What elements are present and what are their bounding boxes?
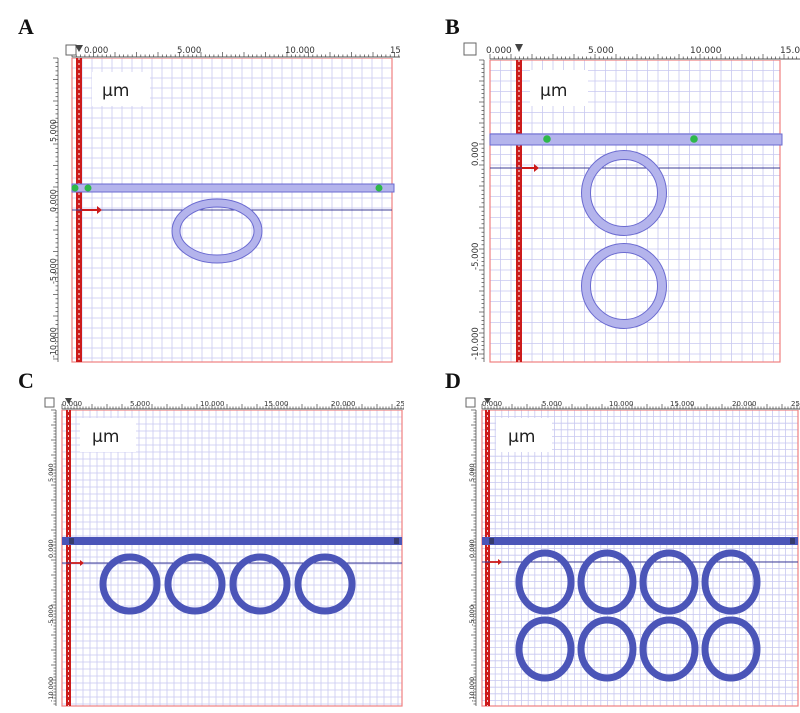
unit-label: µm	[102, 81, 129, 101]
y-tick-label: -10.000	[49, 327, 58, 358]
ring-resonator	[577, 549, 637, 615]
unit-label: µm	[508, 427, 535, 447]
port-marker	[65, 398, 72, 404]
layout-panel-c: 0.000 5.000 10.000 15.000 20.000 25 5.00…	[42, 396, 404, 708]
y-tick-label: -10.000	[468, 677, 476, 702]
y-tick-label: -5.000	[47, 605, 55, 626]
y-tick-label: 0.000	[471, 142, 481, 166]
port-dot	[394, 538, 399, 544]
bus-waveguide	[62, 537, 402, 545]
input-port	[485, 410, 490, 706]
layout-panel-d: 0.000 5.000 10.000 15.000 20.000 25 5.00…	[464, 396, 800, 708]
y-tick-label: -10.000	[471, 327, 481, 360]
bus-waveguide	[482, 537, 798, 545]
bus-waveguide	[489, 133, 783, 146]
port-marker	[484, 398, 491, 404]
port-dot	[690, 135, 698, 143]
port-dot	[790, 538, 795, 544]
port-marker	[75, 45, 83, 52]
unit-label-box	[496, 418, 552, 452]
panel-label-a: A	[18, 14, 34, 39]
port-dot	[71, 184, 79, 192]
ring-resonator	[701, 549, 761, 615]
panel-label-b: B	[445, 14, 460, 39]
y-tick-label: -10.000	[47, 677, 55, 702]
x-tick-label: 5.000	[177, 46, 201, 56]
input-port	[66, 410, 71, 706]
corner-button[interactable]	[465, 397, 476, 408]
y-tick-label: -5.000	[471, 243, 481, 270]
x-tick-label: 10.000	[690, 46, 722, 56]
ring-resonator	[701, 616, 761, 682]
x-tick-label: 25	[791, 400, 800, 408]
x-tick-label: 10.000	[285, 46, 315, 56]
x-tick-label: 20.000	[331, 400, 356, 408]
port-marker	[515, 44, 523, 52]
panel-label-c: C	[18, 368, 34, 393]
x-tick-label: 5.000	[588, 46, 614, 56]
panel-label-d: D	[445, 368, 461, 393]
ring-resonator	[294, 553, 356, 615]
y-tick-label: 5.000	[47, 463, 55, 482]
corner-button[interactable]	[463, 42, 477, 56]
x-tick-label: 25	[396, 400, 404, 408]
y-tick-label: 0.000	[49, 189, 58, 212]
x-tick-label: 15.0	[780, 46, 800, 56]
x-tick-label: 15.000	[264, 400, 289, 408]
y-tick-label: 5.000	[49, 119, 58, 142]
y-tick-label: -5.000	[468, 605, 476, 626]
unit-label: µm	[540, 81, 567, 101]
x-tick-label: 10.000	[200, 400, 225, 408]
x-tick-label: 15.	[390, 46, 400, 56]
ring-resonator	[515, 549, 575, 615]
x-tick-label: 20.000	[732, 400, 757, 408]
unit-label-box	[530, 70, 588, 106]
x-tick-label: 5.000	[130, 400, 150, 408]
x-tick-label: 10.000	[609, 400, 634, 408]
unit-label-box	[92, 72, 150, 106]
y-tick-label: 0.000	[468, 539, 476, 558]
layout-panel-a: 0.000 5.000 10.000 15. 5.000 0.000 -5.00…	[42, 42, 400, 364]
x-tick-label: 15.000	[670, 400, 695, 408]
port-dot	[375, 184, 383, 192]
unit-label: µm	[92, 427, 119, 447]
ring-resonator	[639, 549, 699, 615]
y-tick-label: -5.000	[49, 258, 58, 284]
x-tick-label: 0.000	[84, 46, 108, 56]
bus-waveguide	[71, 183, 395, 193]
layout-panel-b: 0.000 5.000 10.000 15.0 0.000 -5.000 -10…	[462, 38, 800, 364]
ring-resonator	[639, 616, 699, 682]
x-tick-label: 0.000	[482, 400, 502, 408]
x-tick-label: 5.000	[542, 400, 562, 408]
port-dot	[489, 538, 494, 544]
y-tick-label: 0.000	[47, 539, 55, 558]
ring-resonator	[577, 616, 637, 682]
x-ruler	[72, 42, 400, 58]
unit-label-box	[80, 418, 136, 452]
x-ruler	[490, 38, 800, 60]
y-tick-label: 5.000	[468, 463, 476, 482]
ring-resonator	[229, 553, 291, 615]
x-ruler	[482, 396, 800, 410]
corner-button[interactable]	[65, 44, 77, 56]
port-dot	[69, 538, 74, 544]
ring-resonator	[515, 616, 575, 682]
ring-resonator	[99, 553, 161, 615]
corner-button[interactable]	[44, 397, 55, 408]
ring-resonator	[164, 553, 226, 615]
port-dot	[84, 184, 92, 192]
port-dot	[543, 135, 551, 143]
x-ruler	[62, 396, 404, 410]
x-tick-label: 0.000	[486, 46, 512, 56]
x-tick-label: 0.000	[62, 400, 82, 408]
